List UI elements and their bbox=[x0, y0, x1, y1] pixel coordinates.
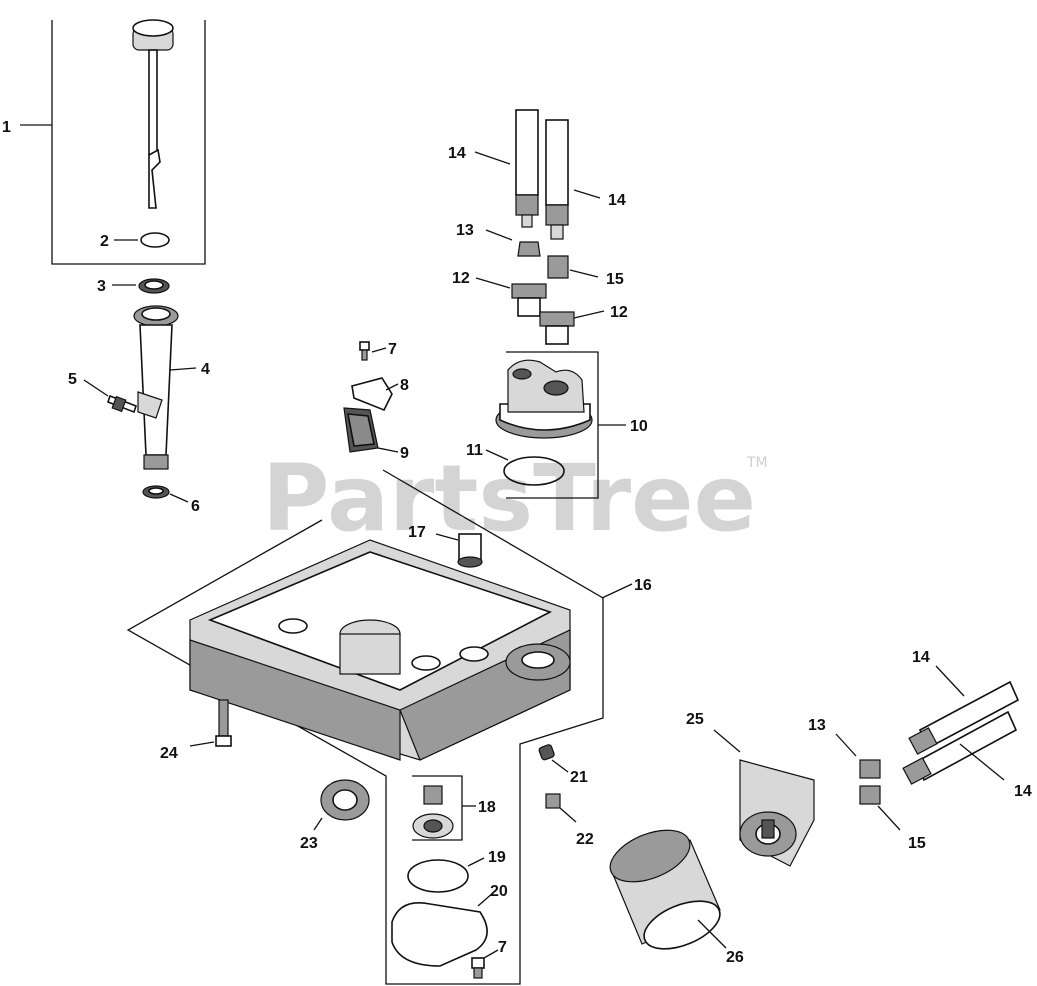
leader-19 bbox=[467, 857, 485, 867]
leader-20 bbox=[477, 891, 495, 907]
leader-5 bbox=[83, 379, 109, 397]
callout-7-bottom[interactable]: 7 bbox=[498, 939, 507, 956]
pipe-part-14-lower-right bbox=[902, 710, 1018, 785]
screw-part-7-bottom bbox=[471, 957, 485, 979]
pump-gears-box bbox=[412, 775, 463, 841]
leader-14-d bbox=[959, 743, 1005, 781]
leader-7-bottom bbox=[483, 949, 499, 959]
leader-14-c bbox=[935, 665, 965, 697]
dipstick-part bbox=[132, 19, 174, 209]
leader-14-b bbox=[573, 189, 601, 199]
leader-17 bbox=[435, 533, 459, 541]
callout-18[interactable]: 18 bbox=[478, 799, 496, 816]
callout-14-upper-right[interactable]: 14 bbox=[912, 649, 930, 666]
callout-21[interactable]: 21 bbox=[570, 769, 588, 786]
callout-26[interactable]: 26 bbox=[726, 949, 744, 966]
callout-24[interactable]: 24 bbox=[160, 745, 178, 762]
leader-25 bbox=[713, 729, 741, 753]
callout-13-top[interactable]: 13 bbox=[456, 222, 474, 239]
leader-6 bbox=[169, 493, 189, 503]
leader-12-a bbox=[475, 277, 511, 289]
leader-7-top bbox=[371, 347, 387, 353]
leader-24 bbox=[189, 741, 215, 747]
fitting-part-15-top bbox=[547, 255, 569, 279]
callout-17[interactable]: 17 bbox=[408, 524, 426, 541]
leader-4 bbox=[169, 367, 197, 371]
leader-13-b bbox=[835, 733, 857, 757]
callout-7-top[interactable]: 7 bbox=[388, 341, 397, 358]
oil-pan-part-16 bbox=[189, 539, 571, 761]
filter-adapter-part-25 bbox=[739, 759, 815, 867]
callout-3[interactable]: 3 bbox=[97, 278, 106, 295]
o-ring-part-19 bbox=[407, 859, 469, 893]
leader-11 bbox=[485, 449, 509, 461]
leader-26 bbox=[697, 919, 727, 949]
bushing-part-12-left bbox=[511, 283, 547, 317]
dipstick-group-box bbox=[51, 20, 206, 265]
fitting-part-13-right bbox=[859, 759, 881, 779]
callout-1[interactable]: 1 bbox=[2, 119, 11, 136]
callout-15-top[interactable]: 15 bbox=[606, 271, 624, 288]
fitting-part-15-right bbox=[859, 785, 881, 805]
leader-16 bbox=[601, 583, 633, 599]
leader-22 bbox=[559, 807, 577, 823]
callout-25[interactable]: 25 bbox=[686, 711, 704, 728]
sensor-part-17 bbox=[457, 533, 483, 568]
leader-8 bbox=[385, 383, 399, 391]
pipe-part-14-left bbox=[515, 109, 539, 228]
callout-5[interactable]: 5 bbox=[68, 371, 77, 388]
leader-14-a bbox=[474, 151, 511, 165]
callout-11[interactable]: 11 bbox=[466, 442, 483, 459]
dipstick-tube-part bbox=[133, 305, 179, 470]
callout-12-left[interactable]: 12 bbox=[452, 270, 470, 287]
callout-9[interactable]: 9 bbox=[400, 445, 409, 462]
leader-21 bbox=[551, 759, 569, 773]
callout-14-lower-right[interactable]: 14 bbox=[1014, 783, 1032, 800]
screen-part-9 bbox=[343, 407, 379, 453]
fitting-part-13-top bbox=[517, 241, 541, 257]
callout-14-top-right[interactable]: 14 bbox=[608, 192, 626, 209]
callout-2[interactable]: 2 bbox=[100, 233, 109, 250]
cover-part-20 bbox=[391, 902, 488, 967]
plug-part-21 bbox=[538, 744, 555, 761]
callout-14-top-left[interactable]: 14 bbox=[448, 145, 466, 162]
callout-10[interactable]: 10 bbox=[630, 418, 648, 435]
callout-16[interactable]: 16 bbox=[634, 577, 652, 594]
baffle-part-8 bbox=[351, 377, 393, 412]
callout-12-right[interactable]: 12 bbox=[610, 304, 628, 321]
leader-15-b bbox=[877, 805, 901, 831]
callout-20[interactable]: 20 bbox=[490, 883, 508, 900]
leader-23 bbox=[313, 817, 323, 831]
watermark-trademark: TM bbox=[746, 455, 768, 471]
screw-part-24 bbox=[215, 699, 232, 747]
callout-4[interactable]: 4 bbox=[201, 361, 210, 378]
callout-19[interactable]: 19 bbox=[488, 849, 506, 866]
pump-gears-part-18 bbox=[412, 785, 454, 839]
plug-part-22 bbox=[545, 793, 561, 809]
screw-part-7-top bbox=[359, 341, 370, 361]
leader-15-a bbox=[569, 269, 599, 278]
callout-23[interactable]: 23 bbox=[300, 835, 318, 852]
bushing-part-12-right bbox=[539, 311, 575, 345]
pipe-part-14-upper-right bbox=[908, 680, 1020, 755]
callout-8[interactable]: 8 bbox=[400, 377, 409, 394]
callout-13-right[interactable]: 13 bbox=[808, 717, 826, 734]
o-ring-part-11 bbox=[503, 456, 565, 486]
leader-9 bbox=[377, 447, 399, 453]
callout-15-right[interactable]: 15 bbox=[908, 835, 926, 852]
leader-12-b bbox=[573, 310, 605, 319]
pipe-part-14-right bbox=[545, 119, 569, 240]
filter-adapter-part-10 bbox=[495, 359, 593, 439]
callout-6[interactable]: 6 bbox=[191, 498, 200, 515]
callout-22[interactable]: 22 bbox=[576, 831, 594, 848]
leader-13-a bbox=[485, 229, 513, 241]
oil-seal-part-23 bbox=[320, 779, 370, 821]
oil-filter-part-26 bbox=[609, 829, 721, 950]
screw-part-5 bbox=[106, 394, 138, 414]
o-ring-part-2 bbox=[140, 232, 170, 248]
